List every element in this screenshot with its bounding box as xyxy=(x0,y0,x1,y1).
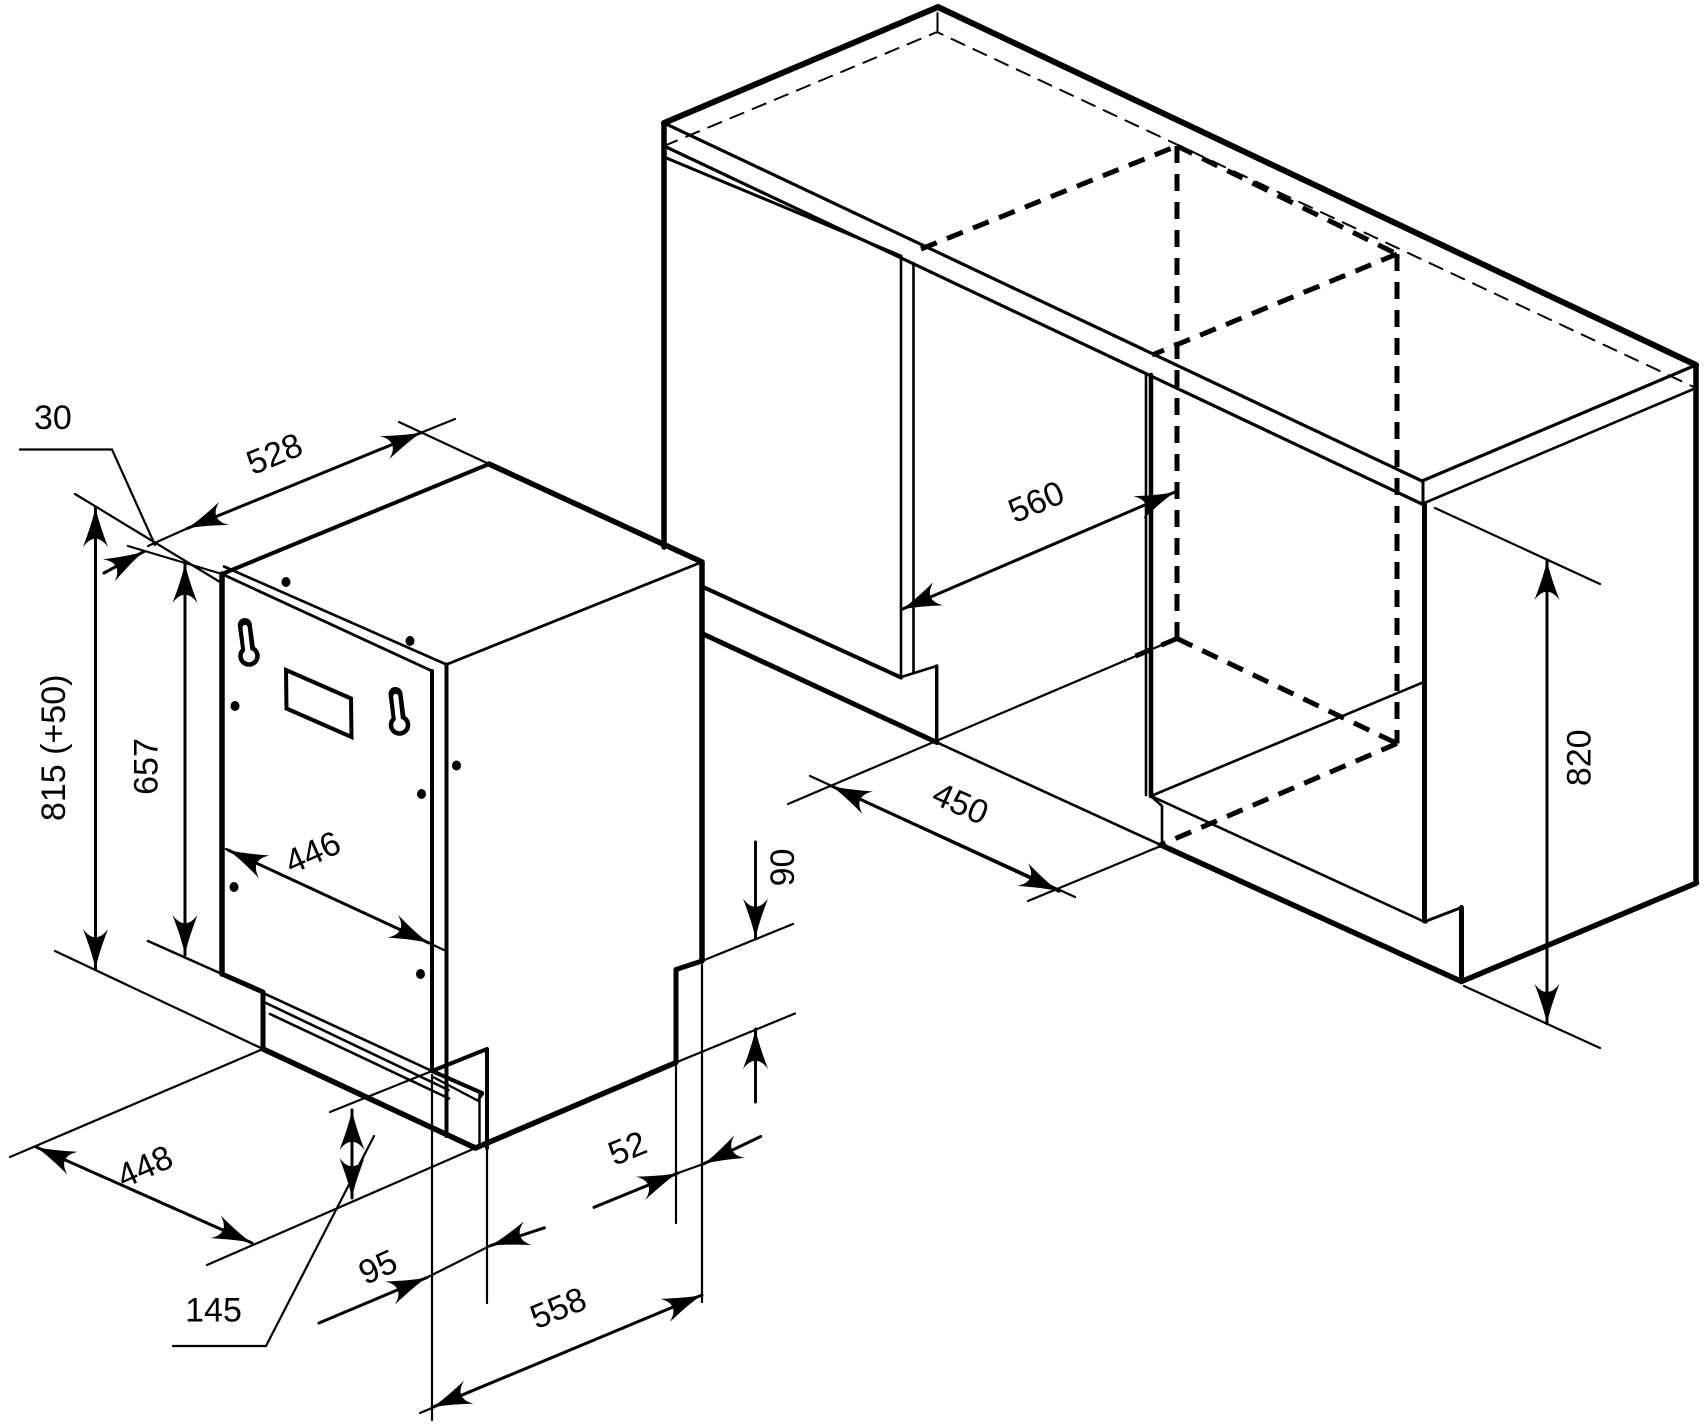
svg-text:657: 657 xyxy=(127,738,165,795)
svg-text:145: 145 xyxy=(185,1292,242,1330)
svg-text:815 (+50): 815 (+50) xyxy=(35,675,73,822)
svg-text:30: 30 xyxy=(34,399,72,437)
svg-text:90: 90 xyxy=(764,849,802,887)
svg-text:820: 820 xyxy=(1561,729,1599,786)
